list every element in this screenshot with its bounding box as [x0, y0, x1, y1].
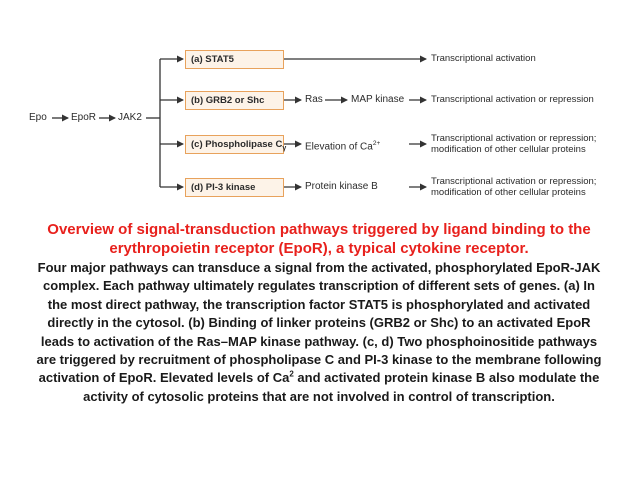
node-ras: Ras: [305, 94, 323, 105]
node-epo: Epo: [29, 112, 47, 123]
outcome-d-line1: Transcriptional activation or repression…: [431, 176, 597, 187]
caption-body: Four major pathways can transduce a sign…: [36, 259, 602, 406]
pathway-box-plc-sub: γ: [282, 144, 287, 152]
outcome-b: Transcriptional activation or repression: [431, 94, 594, 105]
caption-body-text: Four major pathways can transduce a sign…: [36, 260, 602, 386]
outcome-c: Transcriptional activation or repression…: [431, 133, 596, 155]
outcome-c-line1: Transcriptional activation or repression…: [431, 133, 597, 144]
caption-body-sup: 2: [289, 370, 294, 380]
node-ca-elevation: Elevation of Ca2+: [305, 138, 380, 153]
node-ca-sup: 2+: [372, 140, 381, 147]
outcome-d-line2: modification of other cellular proteins: [431, 187, 586, 198]
outcome-a: Transcriptional activation: [431, 53, 536, 64]
outcome-b-line1: Transcriptional activation or repression: [431, 94, 594, 105]
outcome-c-line2: modification of other cellular proteins: [431, 144, 586, 155]
pathway-box-pi3k: (d) PI-3 kinase: [185, 178, 284, 197]
pathway-box-grb2: (b) GRB2 or Shc: [185, 91, 284, 110]
caption-body-text-end: and activated protein kinase B also modu…: [83, 370, 600, 404]
pathway-box-plc-label: (c) Phospholipase C: [191, 139, 283, 150]
node-map-kinase: MAP kinase: [351, 94, 405, 105]
pathway-arrows: [52, 55, 427, 191]
figure-caption: Overview of signal-transduction pathways…: [36, 220, 602, 406]
node-epor: EpoR: [71, 112, 97, 123]
node-protein-kinase-b: Protein kinase B: [305, 181, 378, 192]
outcome-a-line1: Transcriptional activation: [431, 53, 536, 64]
pathway-box-stat5: (a) STAT5: [185, 50, 284, 69]
node-ca-text: Elevation of Ca: [305, 141, 373, 153]
caption-title: Overview of signal-transduction pathways…: [47, 221, 591, 257]
outcome-d: Transcriptional activation or repression…: [431, 176, 596, 198]
pathway-diagram: Epo EpoR JAK2 (a) STAT5 (b) GRB2 or Shc …: [0, 0, 638, 215]
node-jak2: JAK2: [118, 112, 142, 123]
pathway-box-plc: (c) Phospholipase Cγ: [185, 135, 287, 154]
